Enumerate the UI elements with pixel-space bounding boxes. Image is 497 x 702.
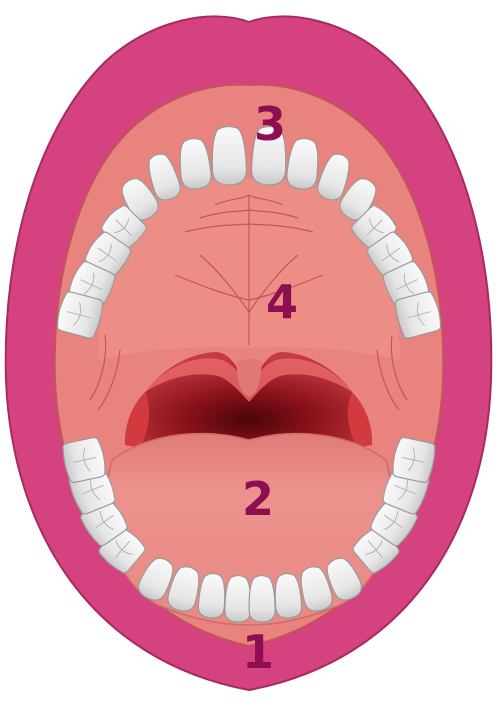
upper-tooth	[211, 126, 247, 186]
label-tongue: 2	[242, 472, 274, 526]
label-lips: 1	[242, 625, 274, 679]
lower-tooth	[249, 575, 276, 622]
label-teeth: 3	[254, 97, 286, 151]
lower-tooth	[225, 575, 252, 622]
label-palate: 4	[266, 275, 298, 329]
